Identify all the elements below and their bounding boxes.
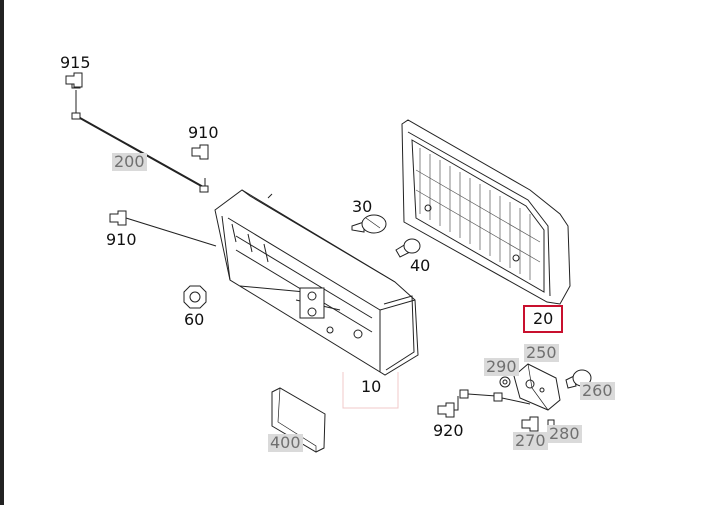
label-250[interactable]: 250 — [524, 343, 559, 362]
label-270[interactable]: 270 — [513, 431, 548, 450]
connector-910-left[interactable] — [109, 210, 217, 247]
label-260[interactable]: 260 — [580, 381, 615, 400]
connector-920[interactable] — [437, 389, 531, 418]
bulb-holder-250[interactable] — [513, 363, 561, 411]
label-20-selected[interactable]: 20 — [523, 305, 564, 333]
clip-290[interactable] — [499, 376, 511, 388]
label-280[interactable]: 280 — [547, 424, 582, 443]
lamp-housing-10[interactable] — [214, 189, 419, 376]
label-10[interactable]: 10 — [361, 377, 382, 396]
label-915[interactable]: 915 — [60, 53, 91, 72]
label-400[interactable]: 400 — [268, 433, 303, 452]
label-910-left[interactable]: 910 — [106, 230, 137, 249]
bulb-30[interactable] — [351, 214, 387, 234]
label-60[interactable]: 60 — [184, 310, 205, 329]
label-290[interactable]: 290 — [484, 357, 519, 376]
window-left-border — [0, 0, 4, 505]
label-920[interactable]: 920 — [433, 421, 464, 440]
part-10-guide — [342, 372, 399, 409]
lens-part-20[interactable] — [401, 119, 571, 305]
label-910-top[interactable]: 910 — [188, 123, 219, 142]
connector-910-top[interactable] — [191, 144, 209, 160]
label-30[interactable]: 30 — [352, 197, 373, 216]
nut-60[interactable] — [183, 285, 207, 309]
connector-915[interactable] — [65, 72, 83, 88]
label-200[interactable]: 200 — [112, 152, 147, 171]
bulb-40[interactable] — [395, 238, 421, 258]
connector-270[interactable] — [521, 416, 539, 432]
label-40[interactable]: 40 — [410, 256, 431, 275]
